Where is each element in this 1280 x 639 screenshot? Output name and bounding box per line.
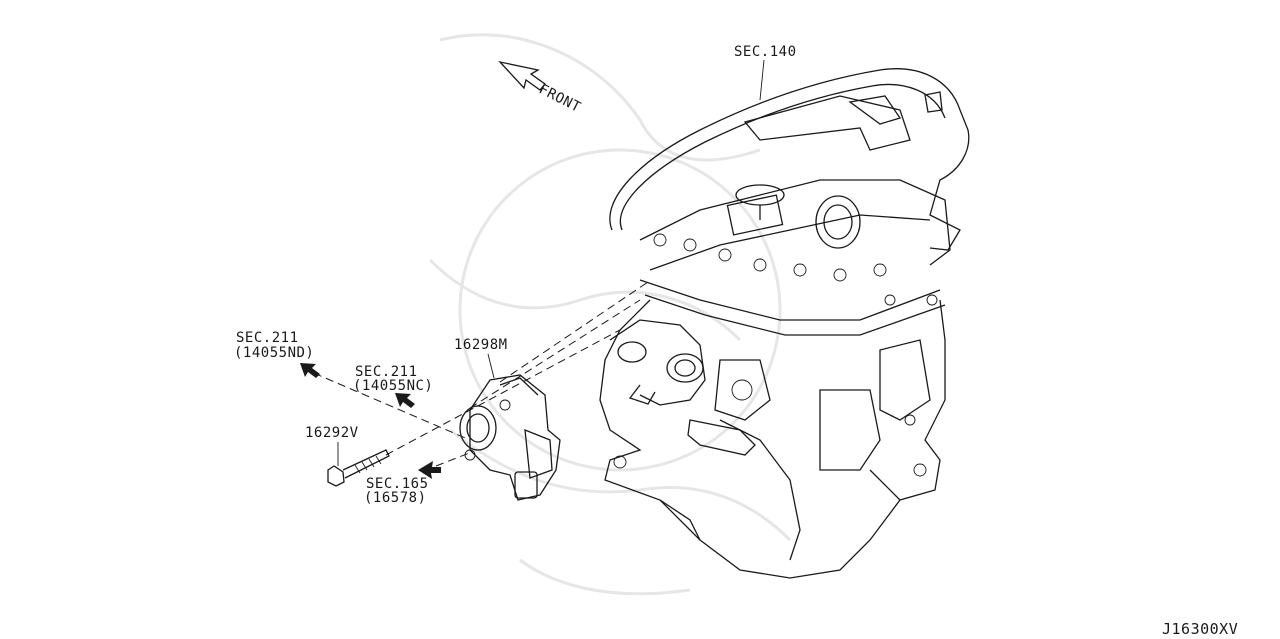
throttle-body-leader (487, 353, 495, 379)
engine-assembly (599, 68, 970, 579)
sec211-nd-label-line1: SEC.211 (236, 330, 299, 346)
bolt (327, 449, 390, 487)
throttle-body-label: 16298M (454, 337, 508, 353)
sec211-nc-label-line2: (14055NC) (353, 378, 433, 394)
sec165-label-line2: (16578) (364, 490, 427, 506)
sec211-nd-label-line2: (14055ND) (234, 345, 314, 361)
filled-arrow-icon (418, 461, 441, 479)
watermark-emblem (428, 33, 792, 596)
filled-arrow-icon (395, 393, 415, 408)
front-indicator: FRONT (498, 60, 583, 116)
sec211-nc-label-line1: SEC.211 (355, 364, 418, 380)
bolt-label: 16292V (305, 425, 359, 441)
sec140-leader (759, 59, 765, 101)
sec140-label: SEC.140 (734, 44, 797, 60)
filled-arrow-icon (300, 363, 320, 378)
sec165-label-line1: SEC.165 (366, 476, 429, 492)
diagram-code: J16300XV (1162, 620, 1238, 638)
alignment-lines (301, 281, 649, 467)
front-label: FRONT (536, 81, 583, 116)
outline-arrow-icon (498, 60, 546, 91)
